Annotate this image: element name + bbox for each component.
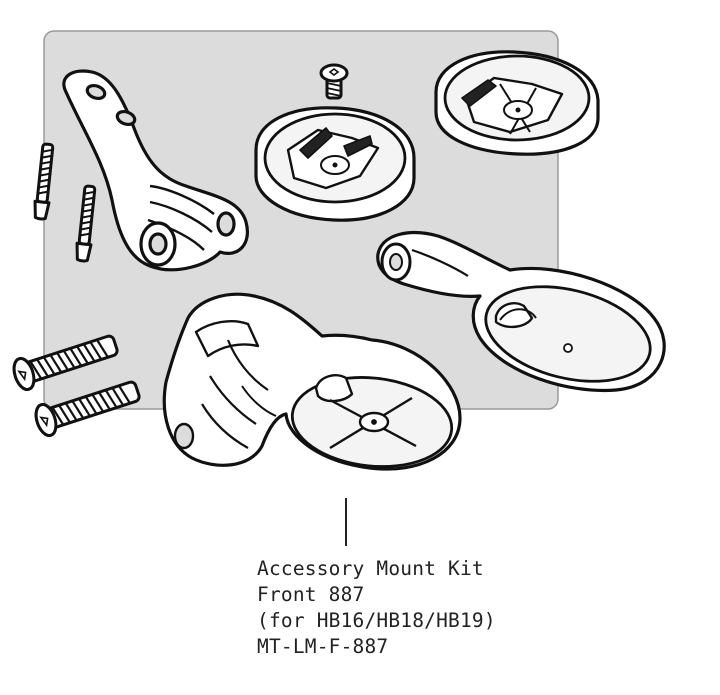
small-cap-screw [319, 63, 349, 100]
part-caption: Accessory Mount Kit Front 887 (for HB16/… [257, 556, 496, 660]
caption-line-model: Front 887 [257, 583, 365, 606]
angled-arm-mount [62, 69, 249, 272]
caption-line-kit-name: Accessory Mount Kit [257, 557, 484, 580]
out-front-mount-with-clamp [162, 292, 462, 471]
caption-line-compatibility: (for HB16/HB18/HB19) [257, 609, 496, 632]
long-out-front-mount [376, 231, 666, 393]
caption-line-part-number: MT-LM-F-887 [257, 635, 389, 658]
computer-mount-cup-right [434, 50, 600, 156]
computer-mount-cup-left [254, 106, 416, 222]
